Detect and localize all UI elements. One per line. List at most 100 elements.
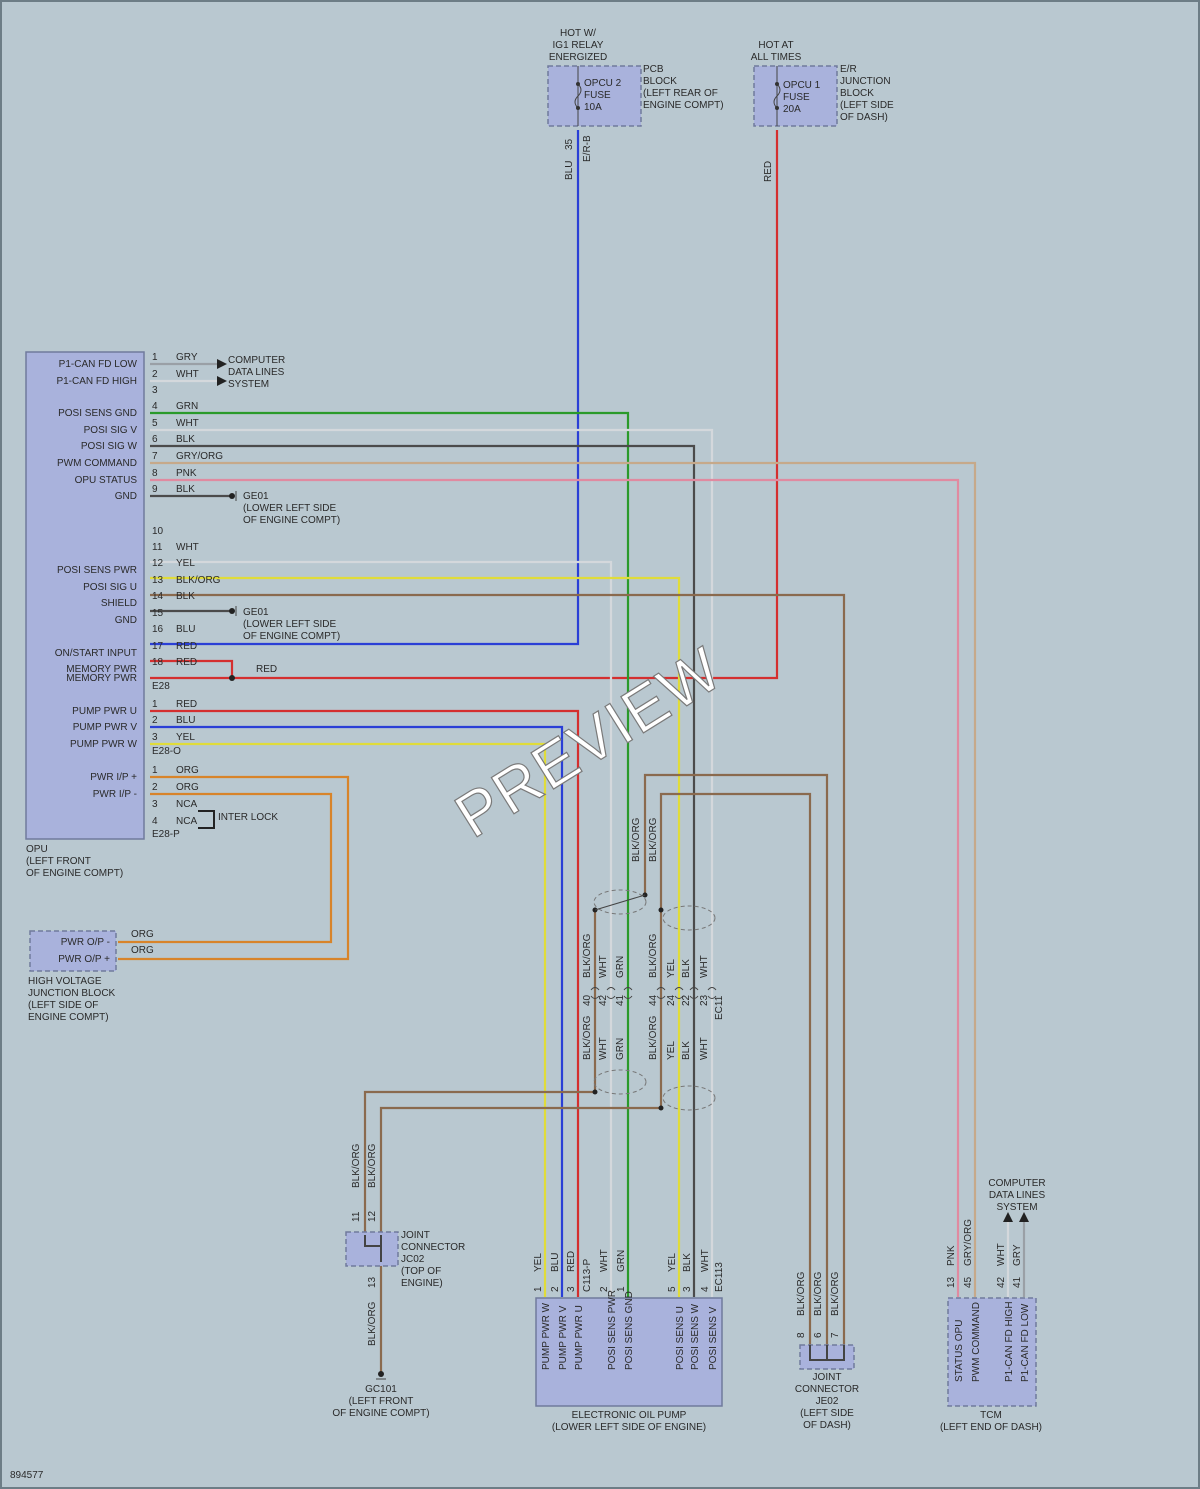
opu-pin-wire: PNK	[176, 468, 197, 479]
opcu2-conn: E/R-B	[582, 135, 593, 162]
connector-mark	[674, 987, 684, 991]
figure-id: 894577	[10, 1470, 44, 1481]
opu-pump-pin-num: 3	[152, 732, 158, 743]
opu-pin-label: SHIELD	[101, 598, 137, 609]
je02-wire-7: BLK/ORG	[830, 1271, 841, 1316]
connector-mark	[656, 995, 666, 999]
opu-pin-wire: WHT	[176, 369, 199, 380]
ge01-1: GE01	[243, 491, 269, 502]
opcu2-hot-1: HOT W/	[560, 28, 596, 39]
hv-name-4: ENGINE COMPT)	[28, 1012, 109, 1023]
pump-pin-label: POSI SENS PWR	[607, 1290, 618, 1370]
arrow-right-icon	[217, 376, 227, 386]
wires	[118, 130, 1026, 1372]
hv-junction-group: PWR O/P - PWR O/P + ORG ORG HIGH VOLTAGE…	[28, 929, 154, 1023]
jc02-group: 11 12 13 BLK/ORG BLK/ORG BLK/ORG JOINT C…	[345, 1143, 465, 1346]
opu-pin-label: GND	[115, 615, 137, 626]
er-block-1: E/R	[840, 64, 857, 75]
interlock-label: INTER LOCK	[218, 812, 278, 823]
er-block-5: OF DASH)	[840, 112, 888, 123]
opcu1-fuse-2: FUSE	[783, 92, 810, 103]
je02-pin-6: 6	[813, 1332, 824, 1338]
wire-red-memory-pwr	[150, 130, 779, 680]
tcm-box	[947, 1297, 1037, 1407]
wire-wht-posi-sens-pwr	[150, 560, 613, 1297]
wire-red-pump-pwr-u	[150, 709, 580, 1297]
opu-pin-num: 18	[152, 657, 164, 668]
pump-conn-1: C113-P	[582, 1259, 593, 1292]
ec11-wire-lower: BLK/ORG	[648, 1015, 659, 1060]
wire-gryorg-pwm	[150, 461, 977, 1297]
jc02-pin-13: 13	[367, 1276, 378, 1288]
opu-pin-num: 17	[152, 641, 164, 652]
ec11-pin-num: 23	[699, 994, 710, 1006]
pump-name-1: ELECTRONIC OIL PUMP	[572, 1410, 687, 1421]
connector-mark	[707, 987, 717, 991]
er-block-3: BLOCK	[840, 88, 874, 99]
opu-pwr-pin-num: 2	[152, 782, 158, 793]
pump-pin-wire: WHT	[700, 1249, 711, 1272]
hv-wire-2: ORG	[131, 945, 154, 956]
ge01-3: OF ENGINE COMPT)	[243, 515, 340, 526]
ec11-wire-upper: WHT	[598, 955, 609, 978]
hv-name-2: JUNCTION BLOCK	[28, 988, 116, 999]
pump-pin-wire: BLU	[550, 1253, 561, 1272]
pump-pin-wire: YEL	[667, 1253, 678, 1272]
connector-mark	[590, 987, 600, 991]
ec11-wire-lower: BLK	[681, 1041, 692, 1060]
ec11-connector: BLK/ORG40BLK/ORGWHT42WHTGRN41GRNBLK/ORG4…	[582, 933, 717, 1060]
ec11-conn-label: EC11	[714, 995, 725, 1020]
connector-mark	[656, 987, 666, 991]
tcm-pin-num: 42	[996, 1276, 1007, 1288]
jc02-pin-11: 11	[351, 1211, 362, 1222]
opu-conn-e28o: E28-O	[152, 746, 181, 757]
ground-ge01-upper: GE01 (LOWER LEFT SIDE OF ENGINE COMPT)	[229, 491, 340, 526]
upper-blkorg-1: BLK/ORG	[631, 817, 642, 862]
opu-pin-label: POSI SIG W	[81, 441, 138, 452]
pump-pin-wire: GRN	[616, 1250, 627, 1272]
wire-blkorg-drain-je02-8	[659, 792, 812, 1345]
opu-pin-num: 8	[152, 468, 158, 479]
connector-mark	[689, 995, 699, 999]
pump-pin-num: 3	[566, 1286, 577, 1292]
pump-name-2: (LOWER LEFT SIDE OF ENGINE)	[552, 1422, 706, 1433]
pump-pin-label: PUMP PWR V	[558, 1305, 569, 1370]
er-block-4: (LEFT SIDE	[840, 100, 894, 111]
jc02-name-2: CONNECTOR	[401, 1242, 465, 1253]
opu-pin-label: ON/START INPUT	[55, 648, 137, 659]
pump-pin-label: POSI SENS GND	[624, 1291, 635, 1370]
arrow-up-icon	[1003, 1212, 1013, 1222]
tcm-pin-wire: WHT	[996, 1243, 1007, 1266]
opu-pin-wire: BLK	[176, 434, 195, 445]
pcb-block-2: BLOCK	[643, 76, 677, 87]
ec11-wire-upper: GRN	[615, 956, 626, 978]
opu-pwr-pin-num: 1	[152, 765, 158, 776]
je02-pin-8: 8	[796, 1332, 807, 1338]
pump-pin-num: 1	[533, 1286, 544, 1292]
opu-pin-label: POSI SIG V	[84, 425, 138, 436]
upper-blkorg-2: BLK/ORG	[648, 817, 659, 862]
pump-pin-label: POSI SENS W	[690, 1303, 701, 1370]
je02-name-1: JOINT	[813, 1372, 842, 1383]
opu-box	[25, 351, 145, 840]
opu-pin-num: 3	[152, 385, 158, 396]
computer-top-1: COMPUTER	[228, 355, 285, 366]
opu-pin-num: 14	[152, 591, 164, 602]
connector-mark	[606, 995, 616, 999]
pump-pin-num: 2	[599, 1286, 610, 1292]
pump-pin-num: 4	[700, 1286, 711, 1292]
shield-splices	[592, 889, 716, 1111]
ec11-wire-lower: BLK/ORG	[582, 1015, 593, 1060]
opu-pin-num: 7	[152, 451, 158, 462]
opu-pump-pin-label: PUMP PWR V	[73, 722, 138, 733]
oil-pump-box	[535, 1297, 723, 1407]
fuse-opcu2-icon	[574, 83, 582, 109]
tcm-computer-3: SYSTEM	[996, 1202, 1037, 1213]
opu-pwr-pin-wire: ORG	[176, 765, 199, 776]
je02-wire-8: BLK/ORG	[796, 1271, 807, 1316]
opu-pin-wire: GRY	[176, 352, 198, 363]
opu-pin-label: POSI SENS GND	[58, 408, 137, 419]
